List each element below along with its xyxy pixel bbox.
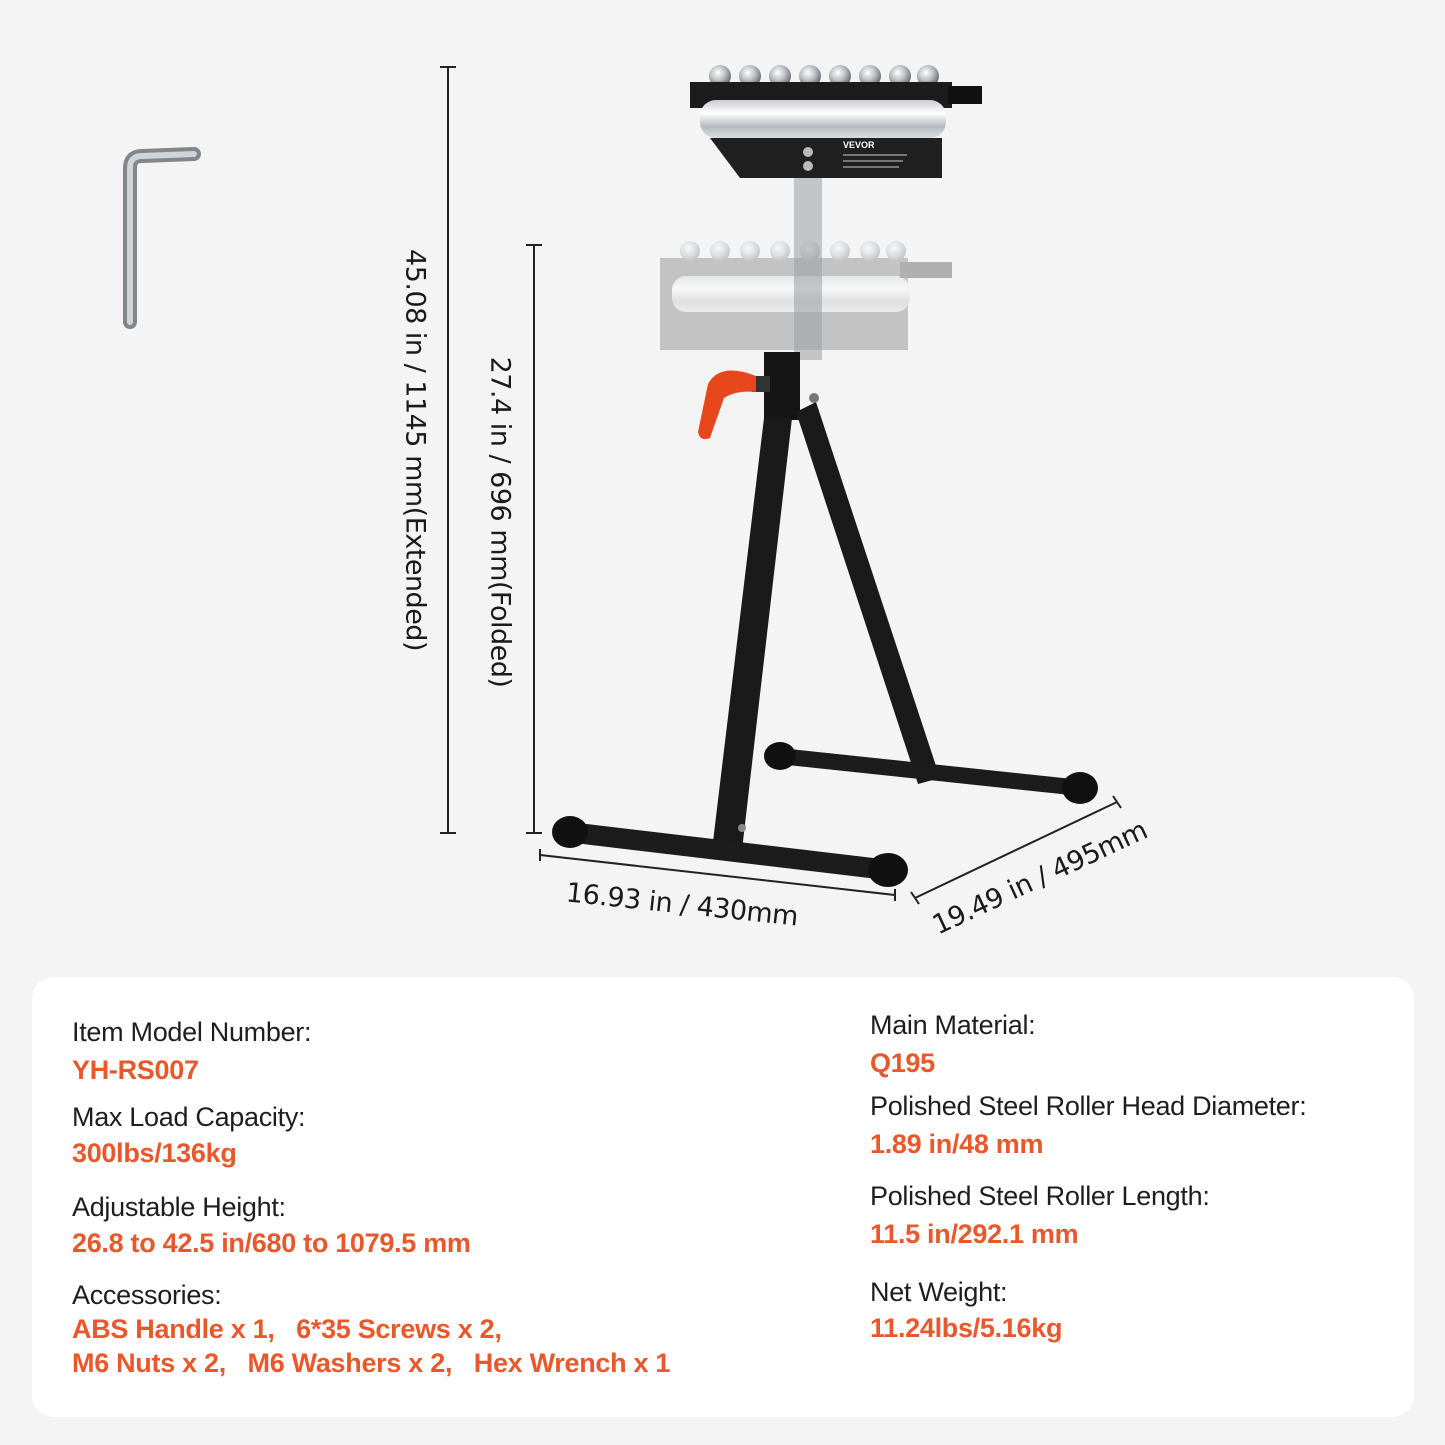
spec-card: Item Model Number: YH-RS007 Max Load Cap… [32, 977, 1414, 1417]
spec-diameter-value: 1.89 in/48 mm [870, 1129, 1044, 1159]
spec-load-label: Max Load Capacity: [72, 1102, 306, 1132]
spec-height-value: 26.8 to 42.5 in/680 to 1079.5 mm [72, 1228, 471, 1258]
stand-frame [552, 393, 1098, 887]
spec-material-label: Main Material: [870, 1010, 1036, 1040]
roller-head: VEVOR [690, 65, 982, 178]
spec-length: Polished Steel Roller Length: 11.5 in/29… [870, 1179, 1210, 1251]
spec-weight-label: Net Weight: [870, 1277, 1008, 1307]
spec-material-value: Q195 [870, 1048, 935, 1078]
depth-dimension-line [910, 795, 1122, 905]
spec-diameter-label: Polished Steel Roller Head Diameter: [870, 1091, 1307, 1121]
spec-height-label: Adjustable Height: [72, 1192, 286, 1222]
folded-height-label: 27.4 in / 696 mm(Folded) [484, 356, 516, 688]
spec-length-label: Polished Steel Roller Length: [870, 1181, 1210, 1211]
inner-post [794, 170, 822, 360]
spec-diameter: Polished Steel Roller Head Diameter: 1.8… [870, 1089, 1307, 1161]
spec-material: Main Material: Q195 [870, 1008, 1036, 1080]
spec-model-label: Item Model Number: [72, 1017, 312, 1047]
spec-length-value: 11.5 in/292.1 mm [870, 1219, 1079, 1249]
spec-load-value: 300lbs/136kg [72, 1138, 237, 1168]
brand-mark: VEVOR [843, 140, 875, 150]
spec-accessories-label: Accessories: [72, 1280, 222, 1310]
height-lock-handle [698, 370, 770, 440]
spec-accessories-line1: ABS Handle x 1, 6*35 Screws x 2, [72, 1314, 502, 1344]
folded-roller-head-ghost [660, 241, 952, 350]
extended-height-label: 45.08 in / 1145 mm(Extended) [399, 249, 431, 651]
roller-stand-drawing: VEVOR [123, 65, 1122, 905]
spec-height: Adjustable Height: 26.8 to 42.5 in/680 t… [72, 1190, 471, 1260]
extended-height-dimension-line [440, 66, 456, 834]
spec-weight-value: 11.24lbs/5.16kg [870, 1313, 1063, 1343]
spec-model: Item Model Number: YH-RS007 [72, 1015, 311, 1087]
product-illustration: VEVOR 45.08 in / 1145 mm( [123, 65, 1152, 941]
spec-weight: Net Weight: 11.24lbs/5.16kg [870, 1275, 1062, 1345]
hex-wrench-icon [123, 147, 201, 329]
spec-accessories: Accessories: ABS Handle x 1, 6*35 Screws… [72, 1278, 670, 1380]
folded-height-dimension-line [526, 244, 542, 834]
width-dimension-line [539, 849, 896, 901]
spec-model-value: YH-RS007 [72, 1055, 199, 1085]
spec-accessories-line2: M6 Nuts x 2, M6 Washers x 2, Hex Wrench … [72, 1348, 671, 1378]
spec-load: Max Load Capacity: 300lbs/136kg [72, 1100, 306, 1170]
